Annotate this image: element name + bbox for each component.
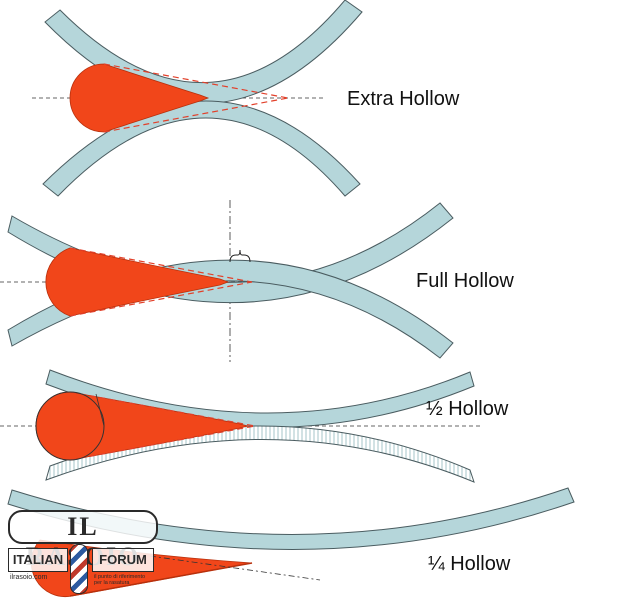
guide-line-upper (69, 391, 256, 427)
guide-line-upper (69, 247, 253, 283)
panel-full-hollow (0, 200, 454, 362)
logo-right-word: FORUM (92, 548, 154, 572)
label-full-hollow: Full Hollow (416, 270, 514, 292)
blade-cross-section (69, 63, 210, 133)
panel-half-hollow (0, 369, 480, 483)
logo-tagline: il punto di riferimento per la rasatura (94, 574, 146, 586)
guide-line-lower (69, 281, 253, 317)
blade-cross-section (45, 247, 230, 317)
spine-tangent-line (95, 393, 105, 427)
label-quarter-hollow: ¼ Hollow (428, 553, 511, 575)
guide-line-upper (103, 63, 289, 99)
logo-left-word: ITALIAN (8, 548, 68, 572)
barber-pole-icon (70, 544, 88, 594)
offset-brace (229, 249, 251, 263)
angle-reference-line (149, 555, 321, 581)
logo-title: IL RASOIO (8, 510, 158, 571)
guide-line-lower (103, 97, 289, 133)
il-rasoio-logo: IL RASOIO ITALIAN FORUM ilrasoio.com il … (6, 508, 158, 598)
panel-extra-hollow (32, 0, 363, 197)
logo-site: ilrasoio.com (10, 574, 48, 581)
blade-edge-line (69, 562, 253, 597)
guide-line-lower (69, 425, 256, 461)
label-extra-hollow: Extra Hollow (347, 88, 460, 110)
label-half-hollow: ½ Hollow (426, 398, 509, 420)
